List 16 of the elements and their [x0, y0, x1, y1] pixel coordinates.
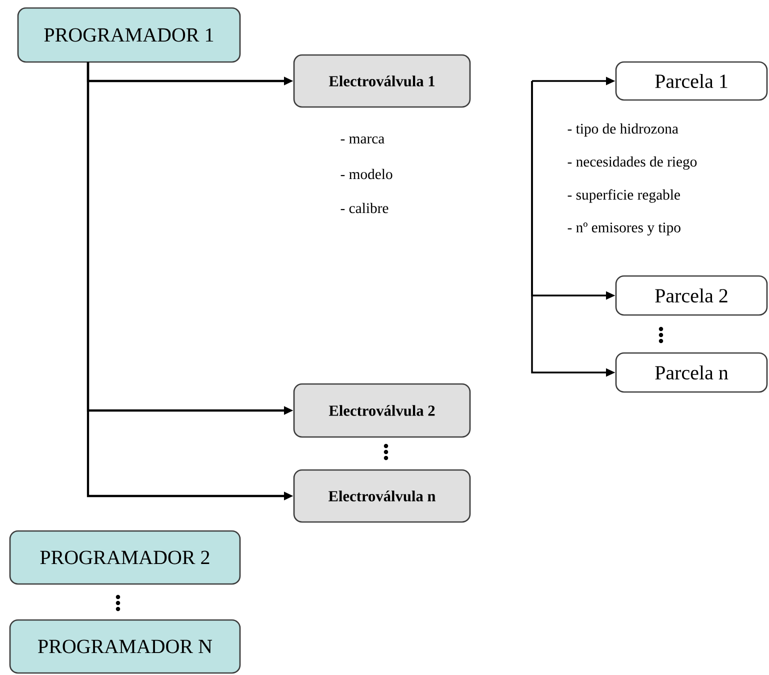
- program-box: PROGRAMADOR N: [9, 619, 241, 674]
- program-box: PROGRAMADOR 1: [17, 7, 241, 63]
- attribute-item: - nº emisores y tipo: [568, 222, 680, 236]
- attribute-item: - superficie regable: [568, 189, 680, 203]
- attribute-item: - tipo de hidrozona: [568, 123, 678, 137]
- attribute-item: - modelo: [340, 168, 392, 180]
- valve-box: Electroválvula 1: [293, 54, 471, 108]
- plot-box: Parcela n: [615, 352, 768, 393]
- attribute-item: - calibre: [340, 202, 388, 214]
- program-box: PROGRAMADOR 2: [9, 530, 241, 585]
- plot-box: Parcela 2: [615, 275, 768, 316]
- valve-box: Electroválvula 2: [293, 383, 471, 438]
- attribute-item: - marca: [340, 136, 384, 144]
- valve-box: Electroválvula n: [293, 469, 471, 523]
- plot-box: Parcela 1: [615, 61, 768, 101]
- attribute-item: - necesidades de riego: [568, 156, 697, 170]
